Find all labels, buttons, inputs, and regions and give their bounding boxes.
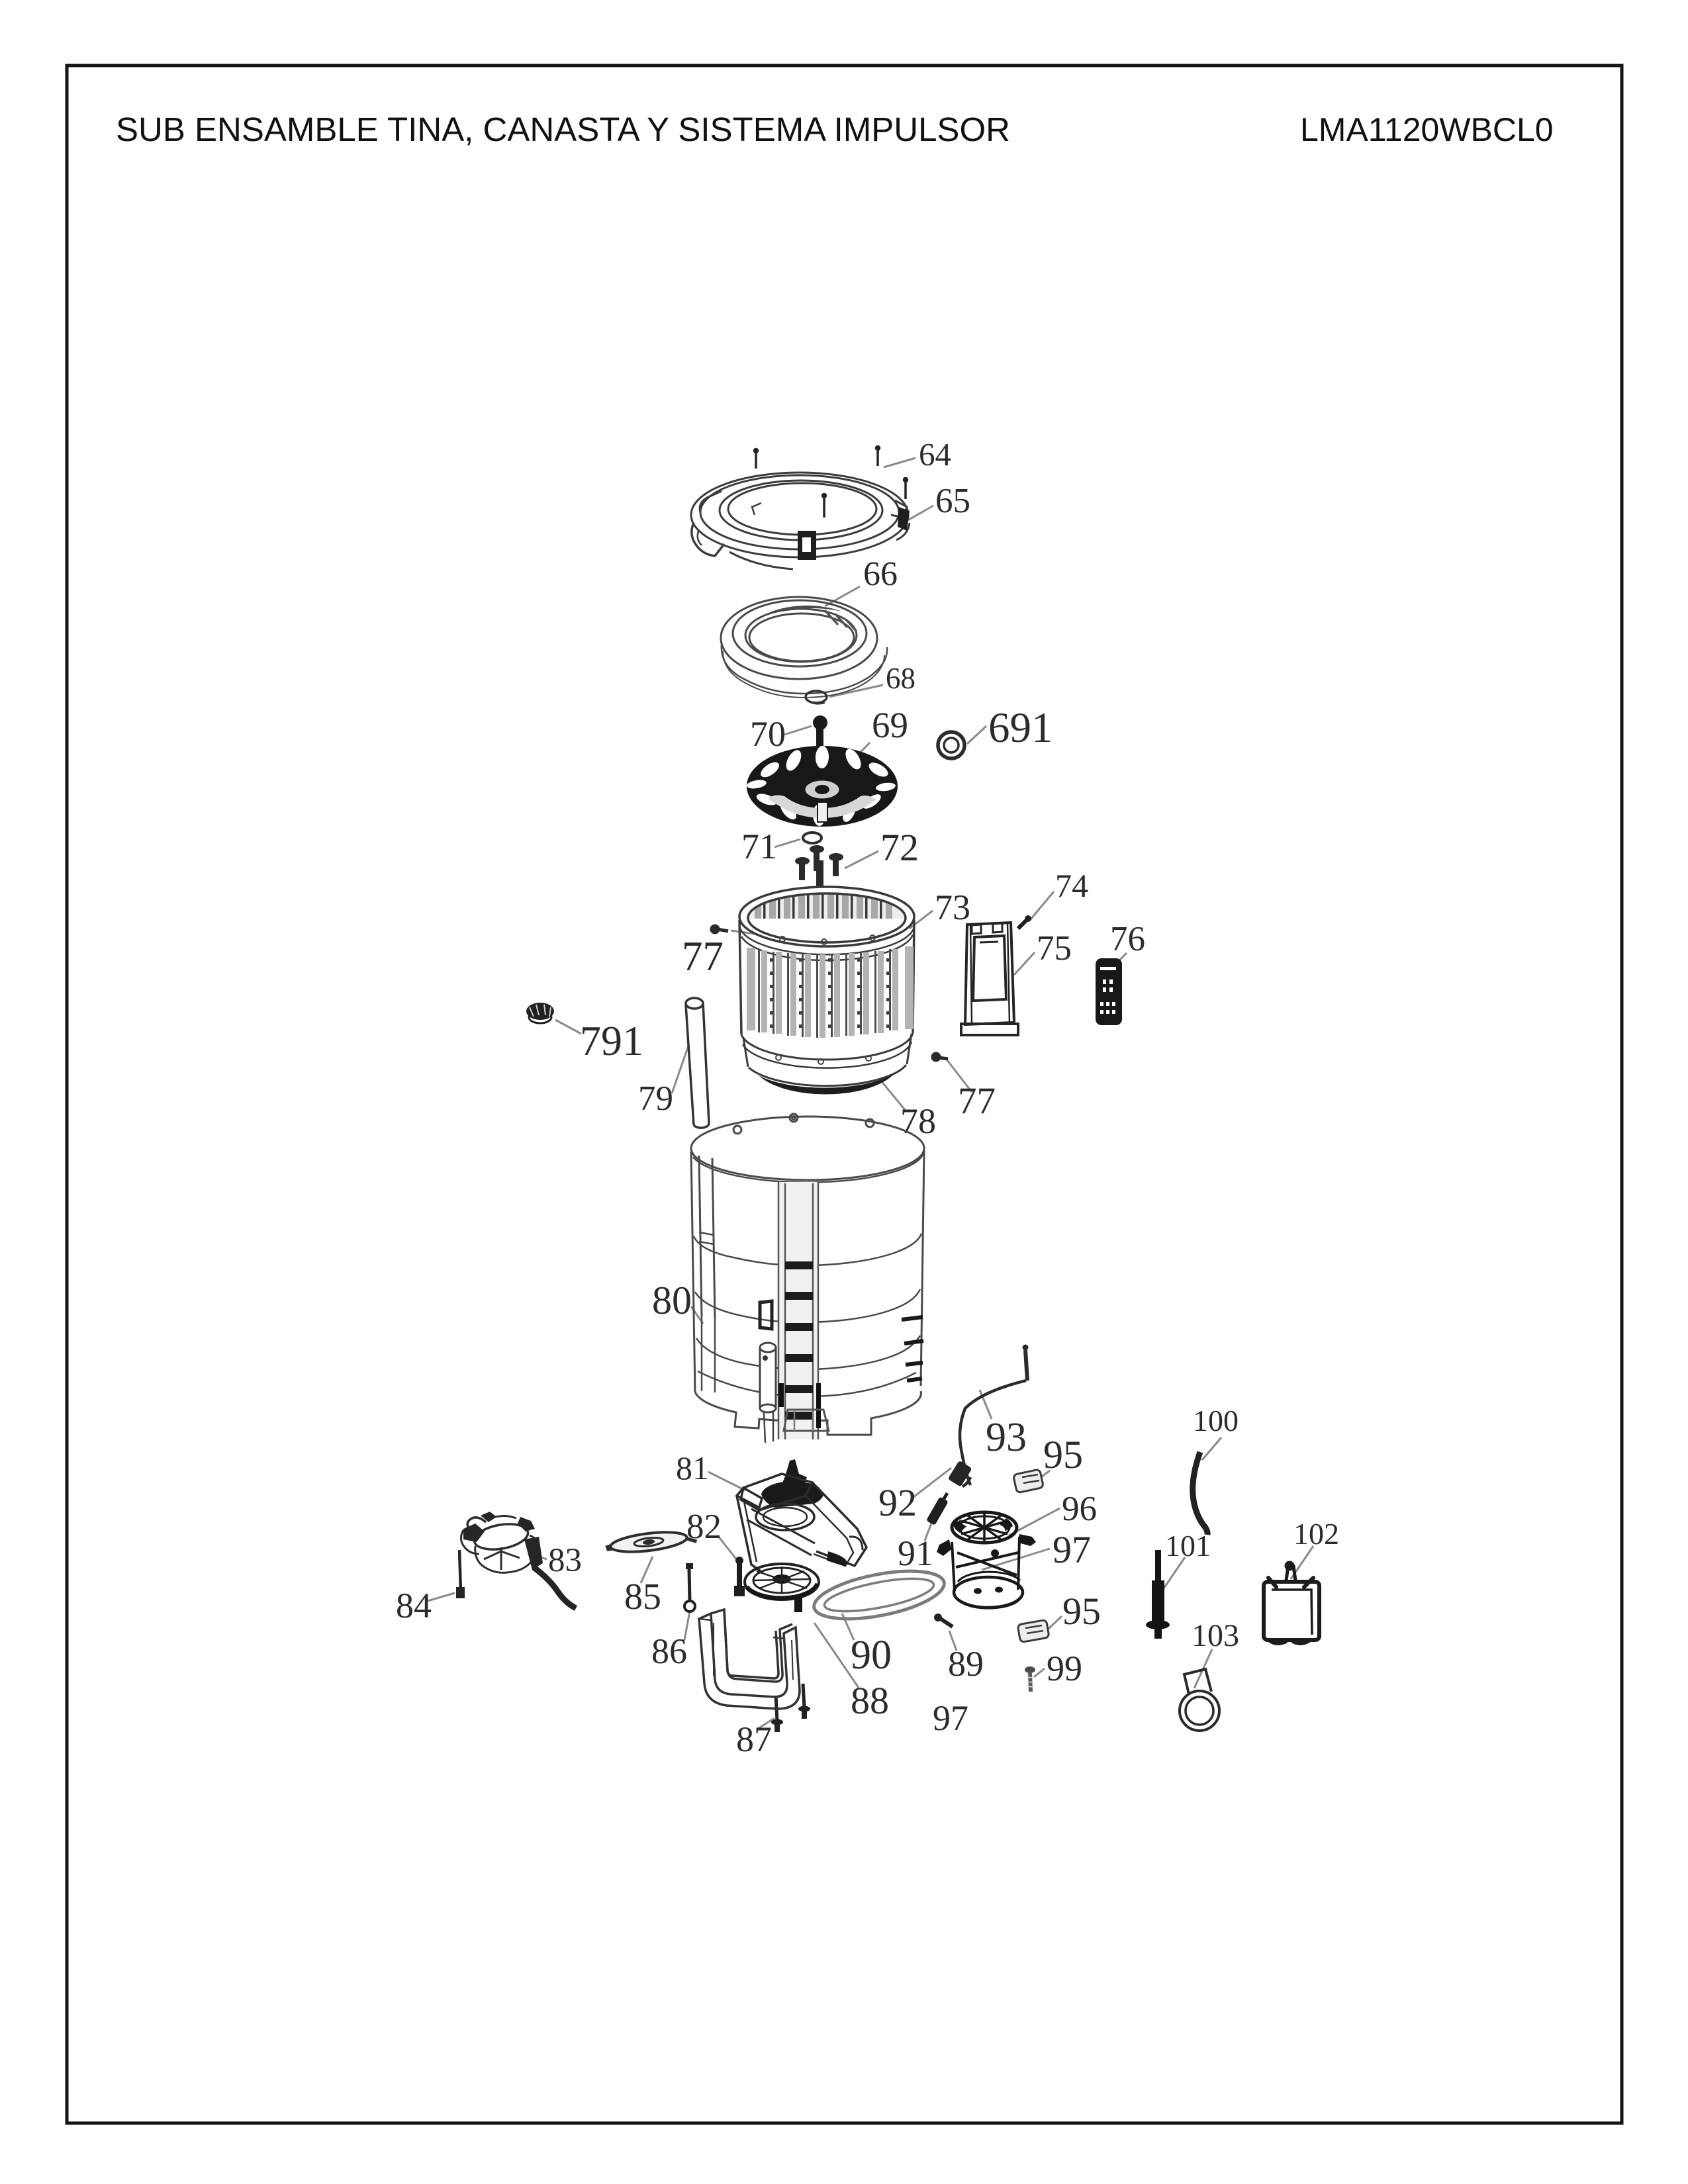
svg-text:90: 90 <box>851 1633 892 1678</box>
svg-text:77: 77 <box>958 1080 996 1122</box>
svg-text:65: 65 <box>935 482 970 520</box>
svg-text:95: 95 <box>1043 1433 1083 1477</box>
svg-text:85: 85 <box>624 1576 661 1617</box>
svg-text:84: 84 <box>396 1586 432 1625</box>
svg-text:89: 89 <box>948 1644 984 1684</box>
svg-text:77: 77 <box>682 933 724 979</box>
svg-text:68: 68 <box>886 662 915 695</box>
svg-text:103: 103 <box>1192 1618 1239 1653</box>
svg-text:102: 102 <box>1293 1517 1339 1551</box>
svg-text:78: 78 <box>900 1101 936 1141</box>
svg-text:72: 72 <box>880 826 919 869</box>
svg-text:88: 88 <box>851 1679 889 1722</box>
svg-text:95: 95 <box>1062 1590 1101 1633</box>
svg-text:75: 75 <box>1037 929 1072 968</box>
svg-text:71: 71 <box>741 827 777 866</box>
svg-text:81: 81 <box>676 1449 709 1486</box>
svg-text:86: 86 <box>651 1631 687 1671</box>
svg-text:64: 64 <box>919 436 951 473</box>
svg-text:100: 100 <box>1193 1404 1239 1437</box>
svg-text:93: 93 <box>986 1415 1027 1460</box>
svg-text:LMA1120WBCL0: LMA1120WBCL0 <box>1300 111 1554 148</box>
svg-text:97: 97 <box>1053 1528 1091 1571</box>
svg-text:79: 79 <box>638 1079 673 1118</box>
svg-text:66: 66 <box>863 555 898 593</box>
svg-text:791: 791 <box>580 1017 643 1064</box>
svg-text:96: 96 <box>1062 1490 1097 1528</box>
svg-text:76: 76 <box>1110 920 1145 958</box>
svg-text:97: 97 <box>933 1698 968 1738</box>
svg-text:101: 101 <box>1165 1529 1211 1563</box>
svg-text:99: 99 <box>1047 1649 1082 1688</box>
svg-text:83: 83 <box>548 1542 582 1579</box>
svg-text:74: 74 <box>1055 867 1088 904</box>
svg-text:SUB ENSAMBLE TINA, CANASTA Y S: SUB ENSAMBLE TINA, CANASTA Y SISTEMA IMP… <box>116 111 1010 148</box>
svg-text:91: 91 <box>898 1533 933 1573</box>
svg-text:80: 80 <box>652 1279 692 1322</box>
svg-text:691: 691 <box>988 704 1053 752</box>
svg-text:73: 73 <box>935 887 970 927</box>
svg-text:92: 92 <box>878 1481 917 1524</box>
svg-text:69: 69 <box>872 705 908 745</box>
svg-text:70: 70 <box>750 714 786 754</box>
svg-text:87: 87 <box>736 1719 772 1759</box>
